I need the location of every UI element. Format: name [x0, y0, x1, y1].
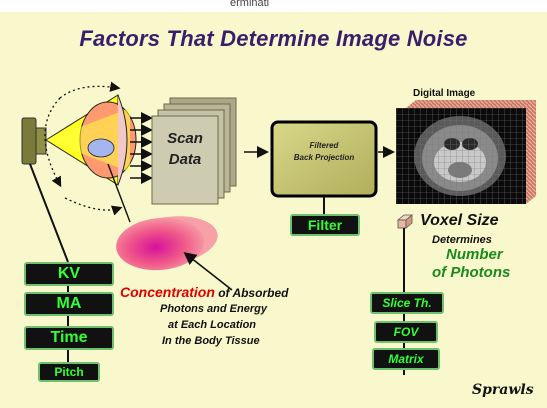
beam-arrows [130, 112, 153, 184]
concentration-line2: Photons and Energy [160, 303, 267, 315]
concentration-arrow [183, 252, 233, 291]
photons-label: of Photons [432, 264, 511, 281]
determines-label: Determines [432, 234, 492, 246]
number-label: Number [446, 246, 503, 263]
signature: Sprawls [472, 382, 534, 398]
left-connector-line [29, 163, 69, 263]
concentration-line3: at Each Location [168, 319, 257, 331]
digital-image-icon [396, 100, 536, 204]
matrix-box: Matrix [372, 348, 440, 370]
absorbed-energy-blob [116, 216, 218, 271]
top-cropped-text: erminati [230, 0, 270, 9]
concentration-line4: In the Body Tissue [162, 335, 260, 347]
blob-connector [107, 163, 131, 223]
voxel-size-label: Voxel Size [420, 212, 499, 229]
concentration-word: Concentration [120, 284, 215, 300]
digital-image-label: Digital Image [413, 88, 476, 99]
xray-source-icon [21, 81, 123, 216]
fov-box: FOV [374, 321, 438, 343]
slice-thickness-box: Slice Th. [370, 292, 444, 314]
pitch-factor-box: Pitch [38, 362, 100, 382]
voxel-cube-icon [396, 214, 414, 229]
concentration-line1: Concentration of Absorbed [120, 284, 289, 300]
ma-factor-box: MA [24, 292, 114, 316]
diagram-title: Factors That Determine Image Noise [79, 26, 468, 51]
filter-label-box: Filter [290, 214, 360, 236]
scan-data-stack [151, 97, 237, 205]
beam-cone-icon [45, 94, 137, 186]
kv-factor-box: KV [24, 262, 114, 286]
time-factor-box: Time [24, 326, 114, 350]
